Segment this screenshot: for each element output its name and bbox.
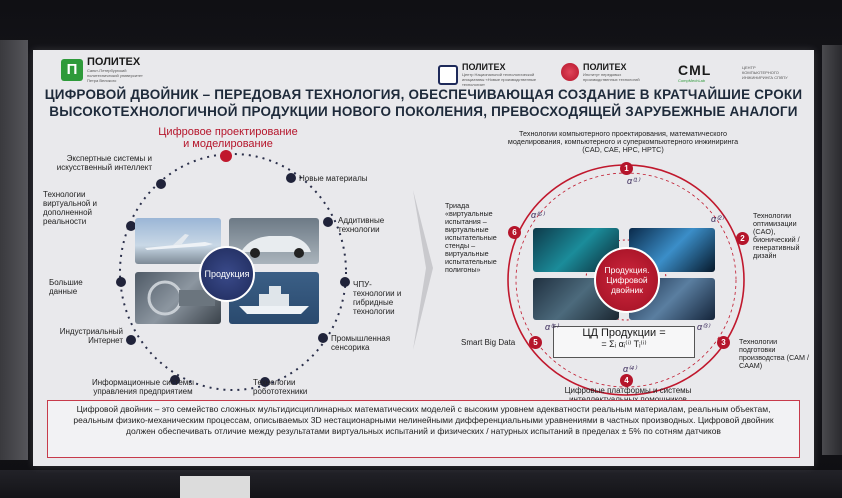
slide-title: ЦИФРОВОЙ ДВОЙНИК – ПЕРЕДОВАЯ ТЕХНОЛОГИЯ,… — [33, 86, 814, 120]
formula-line-2: = Σᵢ αᵢ⁽ⁱ⁾ Tᵢ⁽ⁱ⁾ — [601, 339, 647, 349]
left-side-screen — [0, 40, 28, 460]
label-erp: Информационные системы управления предпр… — [91, 378, 195, 396]
digital-twin-badge: Продукция. Цифровой двойник — [594, 247, 660, 313]
orbit-dot — [156, 179, 166, 189]
logo-subtitle: CompMechLab — [678, 78, 706, 83]
orbit-dot — [318, 333, 328, 343]
product-label: Продукция — [204, 269, 250, 279]
definition-box: Цифровой двойник – это семейство сложных… — [47, 400, 800, 458]
label-triad: Триада «виртуальные испытания – виртуаль… — [445, 201, 497, 274]
ship-photo — [229, 272, 319, 324]
transition-arrow — [413, 190, 433, 350]
label-production-prep: Технологии подготовки производства (CAM … — [739, 337, 809, 370]
ship-icon — [239, 286, 309, 314]
logo-name: CML — [678, 62, 712, 78]
node-4: 4 — [620, 374, 633, 387]
logo-name: ПОЛИТЕХ — [87, 56, 141, 68]
orbit-dot — [126, 335, 136, 345]
orbit-dot — [340, 277, 350, 287]
logo-politeh-institute: ПОЛИТЕХ Институт передовых производствен… — [561, 62, 643, 82]
alpha-3: α⁽³⁾ — [697, 322, 710, 332]
node-1: 1 — [620, 162, 633, 175]
institute-logo-icon — [561, 63, 579, 81]
label-big-data: Большие данные — [49, 278, 83, 296]
digital-design-line-2: и моделирование — [183, 138, 273, 150]
digital-twin-formula: ЦД Продукции = = Σᵢ αᵢ⁽ⁱ⁾ Tᵢ⁽ⁱ⁾ — [553, 326, 695, 358]
orbit-dot — [126, 221, 136, 231]
product-badge: Продукция — [199, 246, 255, 302]
logo-politeh-nti: ПОЛИТЕХ Центр Национальной технологическ… — [438, 62, 542, 87]
label-new-materials: Новые материалы — [299, 174, 368, 183]
label-additive: Аддитивные технологии — [338, 216, 385, 234]
definition-text: Цифровой двойник – это семейство сложных… — [73, 404, 774, 436]
alpha-1: α⁽¹⁾ — [627, 176, 640, 186]
digital-twin-label: Продукция. Цифровой двойник — [604, 265, 650, 295]
alpha-2: α⁽²⁾ — [711, 214, 724, 224]
label-vr-ar: Технологии виртуальной и дополненной реа… — [43, 190, 97, 226]
left-orbit-ring — [119, 153, 347, 391]
label-robotics: Технологии робототехники — [253, 378, 308, 396]
label-cnc: ЧПУ-технологии и гибридные технологии — [353, 280, 402, 316]
title-line-1: ЦИФРОВОЙ ДВОЙНИК – ПЕРЕДОВАЯ ТЕХНОЛОГИЯ,… — [44, 87, 803, 102]
orbit-dot-design — [220, 150, 232, 162]
digital-design-label: Цифровое проектирование и моделирование — [143, 126, 313, 150]
label-industrial-internet: Индустриальный Интернет — [59, 327, 123, 345]
title-line-2: ВЫСОКОТЕХНОЛОГИЧНОЙ ПРОДУКЦИИ НОВОГО ПОК… — [49, 104, 798, 119]
node-3: 3 — [717, 336, 730, 349]
orbit-dot — [260, 377, 270, 387]
logo-cml: CML CompMechLab ЦЕНТР КОМПЬЮТЕРНОГО ИНЖИ… — [678, 62, 792, 83]
car-icon — [241, 236, 311, 258]
label-digital-platforms: Цифровые платформы и системы интеллектуа… — [564, 386, 692, 404]
logo-subtitle: Санкт-Петербургский политехнический унив… — [87, 68, 143, 83]
label-expert-systems: Экспертные системы и искусственный интел… — [56, 154, 152, 172]
alpha-4: α⁽⁴⁾ — [623, 364, 637, 374]
presentation-slide: П ПОЛИТЕХ Санкт-Петербургский политехнич… — [33, 50, 814, 466]
stage-floor — [0, 470, 842, 498]
digital-design-line-1: Цифровое проектирование — [158, 126, 298, 138]
node-2: 2 — [736, 232, 749, 245]
label-sensors: Промышленная сенсорика — [331, 334, 391, 352]
alpha-6: α⁽⁶⁾ — [531, 210, 545, 220]
logo-politeh-university: П ПОЛИТЕХ Санкт-Петербургский политехнич… — [61, 56, 147, 83]
node-5: 5 — [529, 336, 542, 349]
formula-line-1: ЦД Продукции = — [582, 327, 666, 339]
label-cad-cae: Технологии компьютерного проектирования,… — [507, 129, 739, 154]
podium — [180, 476, 250, 498]
alpha-5: α⁽⁵⁾ — [545, 322, 559, 332]
orbit-dot — [323, 217, 333, 227]
right-side-screen — [822, 45, 842, 455]
logo-name: ПОЛИТЕХ — [462, 62, 506, 72]
logo-subtitle: Институт передовых производственных техн… — [583, 72, 640, 82]
logo-subtitle: Центр Национальной технологической иници… — [462, 72, 537, 87]
logo-caption: ЦЕНТР КОМПЬЮТЕРНОГО ИНЖИНИРИНГА СПбПУ — [742, 65, 788, 80]
label-smart-big-data: Smart Big Data — [461, 338, 516, 347]
turbine-icon — [147, 280, 215, 316]
airplane-icon — [145, 234, 213, 250]
nti-logo-icon — [438, 64, 458, 85]
logo-name: ПОЛИТЕХ — [583, 62, 627, 72]
node-6: 6 — [508, 226, 521, 239]
label-optimization: Технологии оптимизации (CAO), бионически… — [753, 211, 800, 260]
orbit-dot — [170, 375, 180, 385]
car-photo — [229, 218, 319, 264]
orbit-dot — [116, 277, 126, 287]
orbit-dot — [286, 173, 296, 183]
politeh-logo-icon: П — [61, 58, 83, 81]
